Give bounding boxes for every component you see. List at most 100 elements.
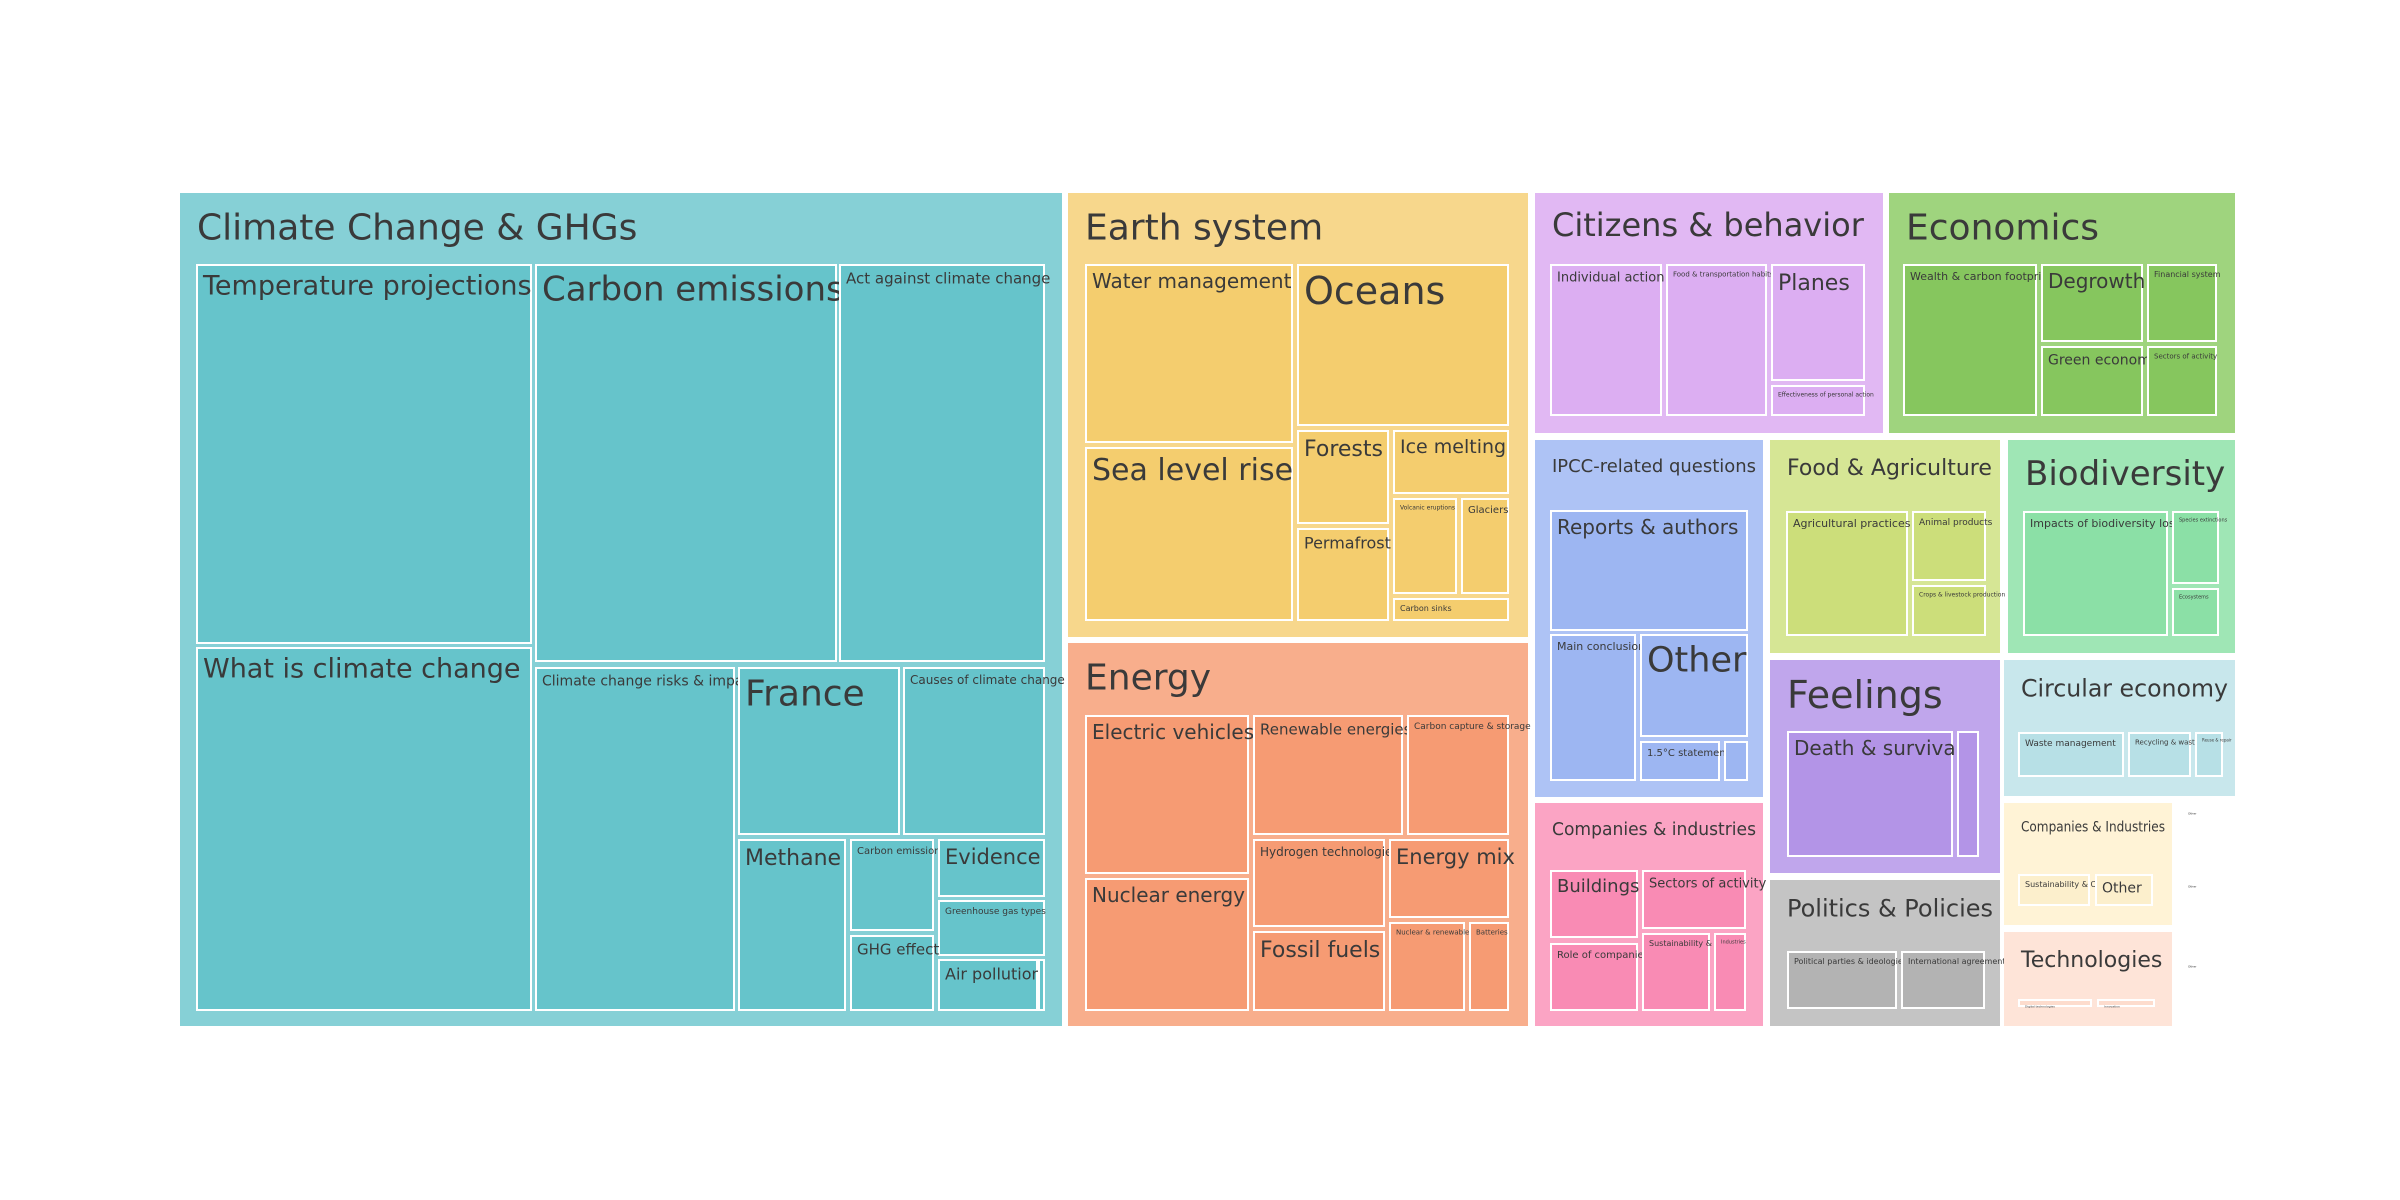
subtopic-tile-impacts-of-biodiversity-loss[interactable] (2023, 511, 2168, 636)
subtopic-tile-wealth-and-carbon-footprint[interactable] (1903, 264, 2037, 416)
subtopic-tile-political-parties-and-ideologies[interactable] (1787, 951, 1897, 1009)
subtopic-tile-climate-change-risks-and-impacts[interactable] (535, 667, 735, 1011)
subtopic-label: 1.5°C statements (1647, 748, 1735, 759)
subtopic-tile-renewable-energies[interactable] (1253, 715, 1403, 835)
subtopic-tile-buildings[interactable] (1550, 870, 1638, 938)
subtopic-tile-species-extinctions[interactable] (2172, 511, 2219, 584)
subtopic-tile-crops-and-livestock-production[interactable] (1912, 585, 1986, 636)
subtopic-tile-unlabeled[interactable] (1038, 959, 1045, 1011)
subtopic-tile-sustainability-and-csr[interactable] (2018, 874, 2090, 906)
subtopic-tile-reuse-and-repair[interactable] (2195, 732, 2223, 777)
subtopic-tile-other[interactable] (2181, 806, 2233, 812)
subtopic-label: Wealth & carbon footprint (1910, 270, 2053, 283)
subtopic-tile-planes[interactable] (1771, 264, 1865, 381)
subtopic-tile-industries[interactable] (1714, 933, 1746, 1011)
subtopic-tile-act-against-climate-change[interactable] (839, 264, 1045, 662)
subtopic-tile-electric-vehicles[interactable] (1085, 715, 1249, 874)
subtopic-tile-degrowth[interactable] (2041, 264, 2143, 342)
subtopic-tile-sustainability-and-csr[interactable] (1642, 933, 1710, 1011)
subtopic-tile-unlabeled[interactable] (1957, 731, 1979, 857)
subtopic-tile-sea-level-rise[interactable] (1085, 447, 1293, 621)
subtopic-tile-oceans[interactable] (1297, 264, 1509, 426)
subtopic-tile-food-and-transportation-habits[interactable] (1666, 264, 1767, 416)
subtopic-tile-batteries[interactable] (1469, 922, 1509, 1011)
subtopic-label: Fossil fuels (1260, 938, 1380, 963)
subtopic-label: Effectiveness of personal action (1778, 391, 1874, 398)
category-tile-unlabeled[interactable] (2180, 803, 2235, 1026)
subtopic-tile-death-and-survival[interactable] (1787, 731, 1953, 857)
subtopic-tile-fossil-fuels[interactable] (1253, 931, 1385, 1011)
subtopic-label: Role of companies (1557, 950, 1649, 961)
category-tile-technologies[interactable] (2004, 932, 2172, 1026)
subtopic-tile-ice-melting[interactable] (1393, 430, 1509, 494)
subtopic-label: Carbon sinks (1400, 604, 1452, 613)
subtopic-tile-forests[interactable] (1297, 430, 1389, 524)
subtopic-tile-international-agreements[interactable] (1901, 951, 1985, 1009)
subtopic-label: Water management (1092, 269, 1292, 293)
subtopic-tile-energy-mix[interactable] (1389, 839, 1509, 918)
subtopic-tile-temperature-projections[interactable] (196, 264, 532, 644)
subtopic-tile-greenhouse-gas-types[interactable] (938, 900, 1045, 956)
subtopic-tile-digital-technologies[interactable] (2018, 999, 2092, 1007)
subtopic-tile-causes-of-climate-change[interactable] (903, 667, 1045, 835)
subtopic-label: Innovation (2104, 1005, 2120, 1009)
subtopic-tile-water-management[interactable] (1085, 264, 1293, 443)
subtopic-tile-waste-management[interactable] (2018, 732, 2124, 777)
subtopic-tile-carbon-emissions[interactable] (535, 264, 837, 662)
subtopic-tile-volcanic-eruptions[interactable] (1393, 498, 1457, 594)
subtopic-tile-main-conclusions[interactable] (1550, 634, 1636, 781)
subtopic-tile-sectors-of-activity[interactable] (1642, 870, 1746, 929)
subtopic-label: Individual action (1557, 271, 1664, 286)
subtopic-tile-1-5-c-statements[interactable] (1640, 741, 1720, 781)
subtopic-tile-financial-system[interactable] (2147, 264, 2217, 342)
subtopic-tile-recycling-and-waste[interactable] (2128, 732, 2191, 777)
subtopic-tile-agricultural-practices[interactable] (1786, 511, 1908, 636)
subtopic-tile-other[interactable] (2181, 959, 2233, 965)
subtopic-tile-what-is-climate-change[interactable] (196, 647, 532, 1011)
subtopic-tile-animal-products[interactable] (1912, 511, 1986, 581)
subtopic-tile-green-economy[interactable] (2041, 346, 2143, 416)
subtopic-tile-carbon-emissions[interactable] (850, 839, 934, 931)
subtopic-tile-innovation[interactable] (2097, 999, 2155, 1007)
subtopic-tile-role-of-companies[interactable] (1550, 943, 1638, 1011)
subtopic-tile-glaciers[interactable] (1461, 498, 1509, 594)
subtopic-tile-other[interactable] (2181, 879, 2233, 885)
subtopic-label: Political parties & ideologies (1794, 957, 1907, 966)
subtopic-tile-carbon-capture-and-storage[interactable] (1407, 715, 1509, 835)
subtopic-tile-unlabeled[interactable] (1724, 741, 1748, 781)
subtopic-tile-hydrogen-technologies[interactable] (1253, 839, 1385, 927)
subtopic-tile-france[interactable] (738, 667, 900, 835)
subtopic-label: Ecosystems (2179, 595, 2209, 601)
subtopic-tile-ecosystems[interactable] (2172, 588, 2219, 636)
subtopic-tile-evidence[interactable] (938, 839, 1045, 897)
subtopic-tile-individual-action[interactable] (1550, 264, 1662, 416)
subtopic-tile-other[interactable] (2095, 874, 2153, 906)
subtopic-tile-ghg-effect[interactable] (850, 935, 934, 1011)
subtopic-tile-reports-and-authors[interactable] (1550, 510, 1748, 631)
subtopic-tile-carbon-sinks[interactable] (1393, 598, 1509, 621)
subtopic-tile-other[interactable] (1640, 634, 1748, 737)
subtopic-tile-nuclear-energy[interactable] (1085, 878, 1249, 1011)
subtopic-tile-air-pollution[interactable] (938, 959, 1038, 1011)
subtopic-tile-effectiveness-of-personal-action[interactable] (1771, 385, 1865, 416)
subtopic-tile-sectors-of-activity[interactable] (2147, 346, 2217, 416)
subtopic-tile-methane[interactable] (738, 839, 846, 1011)
subtopic-tile-nuclear-and-renewables[interactable] (1389, 922, 1465, 1011)
subtopic-tile-permafrost[interactable] (1297, 528, 1389, 621)
